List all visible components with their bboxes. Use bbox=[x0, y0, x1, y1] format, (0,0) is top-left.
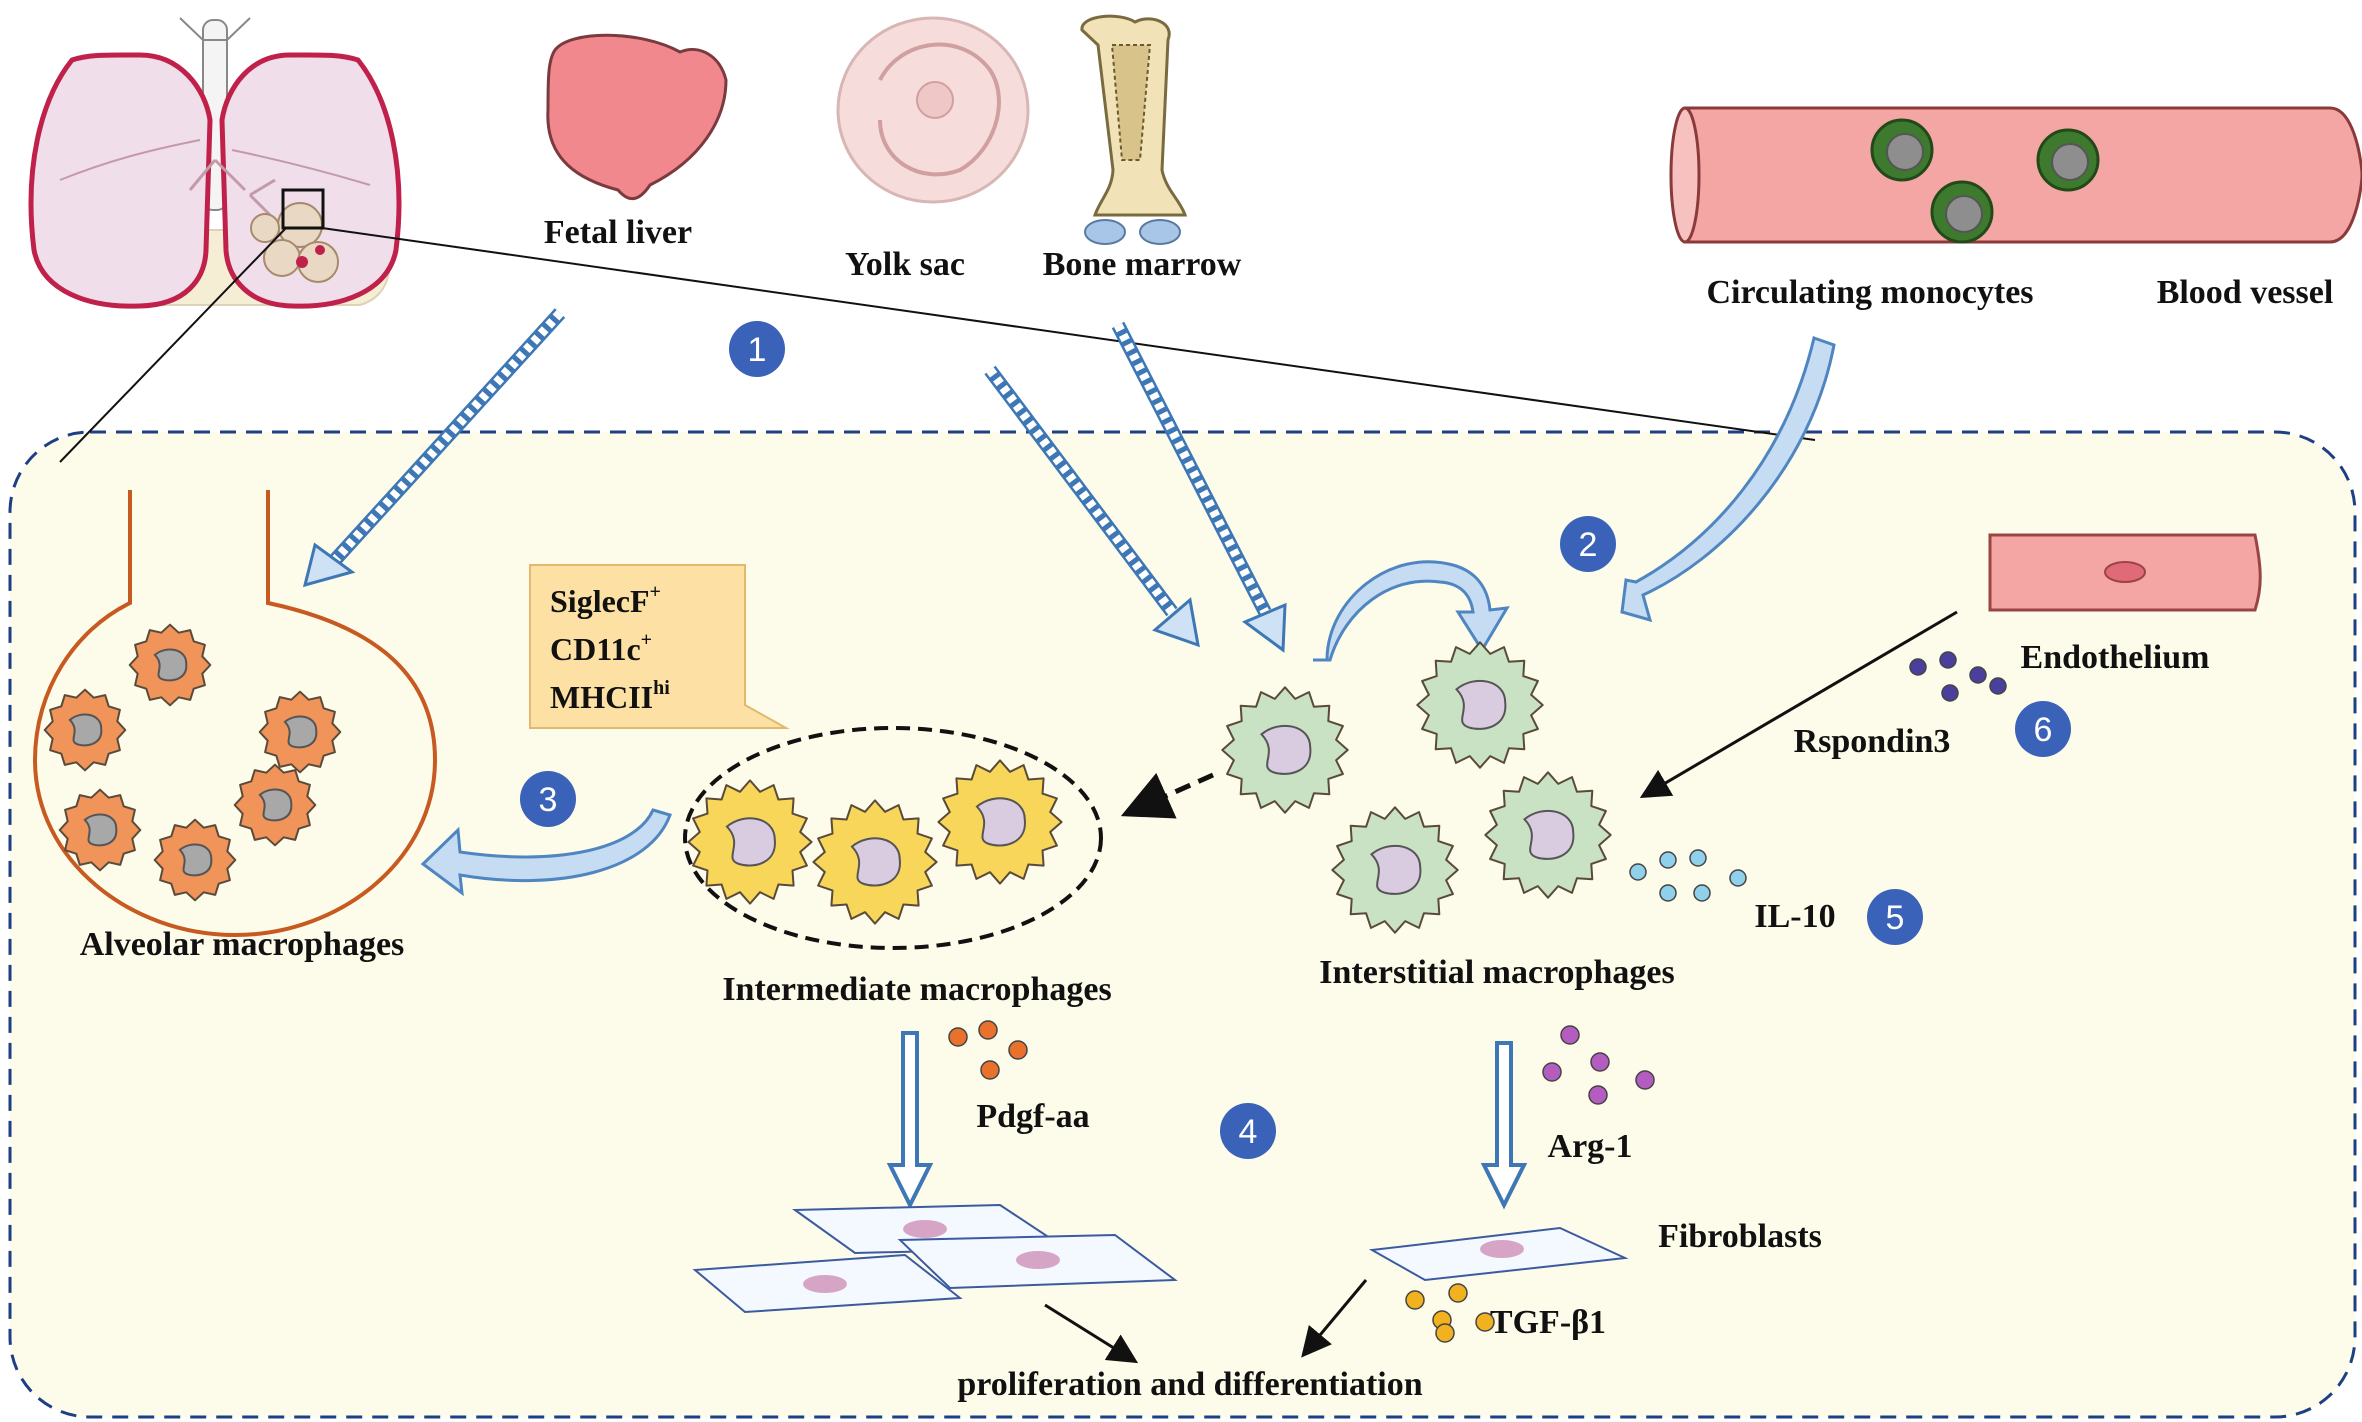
macrophage-cell bbox=[687, 779, 813, 905]
recruitment-arrow bbox=[1620, 336, 1836, 623]
fibroblast-icon bbox=[692, 1203, 1178, 1314]
interstitial-macrophages-label: Interstitial macrophages bbox=[1319, 954, 1674, 991]
liver-icon bbox=[546, 33, 728, 201]
step-number: 4 bbox=[1239, 1113, 1258, 1151]
arg1-label: Arg-1 bbox=[1548, 1128, 1633, 1165]
ladder-arrow bbox=[1111, 321, 1287, 653]
macrophage-cell bbox=[1484, 771, 1612, 899]
bone-icon bbox=[1080, 14, 1188, 245]
bone-marrow-label: Bone marrow bbox=[1043, 246, 1242, 283]
monocyte-cell bbox=[1930, 180, 1994, 244]
pdgf-dots bbox=[948, 1020, 1028, 1080]
endothelial-cell-icon bbox=[1988, 533, 2262, 612]
step-number: 3 bbox=[539, 781, 558, 819]
ladder-arrow bbox=[984, 365, 1200, 648]
marker-sup: + bbox=[641, 629, 652, 651]
il10-label: IL-10 bbox=[1754, 898, 1835, 935]
step-number: 6 bbox=[2034, 711, 2053, 749]
rspondin3-dots bbox=[1909, 651, 2007, 702]
marker-name: CD11c bbox=[550, 631, 641, 667]
alveolar-macrophages-label: Alveolar macrophages bbox=[80, 926, 405, 963]
fibroblast-icon bbox=[1368, 1226, 1629, 1282]
self-renewal-arrow bbox=[1313, 560, 1510, 662]
alveolus-icon bbox=[32, 490, 438, 938]
step-badge: 1 bbox=[729, 321, 785, 377]
marker-list: SiglecF+ CD11c+ MHCIIhi bbox=[550, 569, 670, 715]
down-arrow bbox=[1480, 1041, 1528, 1210]
differentiation-arrow bbox=[420, 808, 672, 897]
proliferation-arrow bbox=[1301, 1279, 1368, 1358]
fetal-liver-label: Fetal liver bbox=[544, 214, 692, 251]
proliferation-label: proliferation and differentiation bbox=[957, 1366, 1422, 1403]
step-badge: 6 bbox=[2015, 701, 2071, 757]
fibroblasts-label: Fibroblasts bbox=[1658, 1218, 1822, 1255]
embryo-icon bbox=[836, 16, 1030, 204]
proliferation-arrow bbox=[1044, 1303, 1139, 1364]
macrophage-cell bbox=[128, 623, 212, 707]
macrophage-cell bbox=[258, 690, 342, 774]
blood-vessel-icon bbox=[1669, 106, 2362, 244]
il10-dots bbox=[1629, 849, 1747, 902]
dashed-transition-arrow bbox=[1120, 772, 1215, 819]
macrophage-cell bbox=[58, 788, 142, 872]
marker-name: MHCII bbox=[550, 679, 653, 715]
step-badge: 4 bbox=[1220, 1103, 1276, 1159]
step-badge: 3 bbox=[520, 771, 576, 827]
macrophage-cell bbox=[1221, 686, 1349, 814]
marker-callout: SiglecF+ CD11c+ MHCIIhi bbox=[529, 564, 790, 729]
step-number: 2 bbox=[1579, 526, 1598, 564]
endothelium-label: Endothelium bbox=[2021, 639, 2210, 676]
marker-name: SiglecF bbox=[550, 583, 650, 619]
macrophage-cell bbox=[153, 818, 237, 902]
yolk-sac-label: Yolk sac bbox=[845, 246, 965, 283]
blood-vessel-label: Blood vessel bbox=[2157, 274, 2334, 311]
pdgf-label: Pdgf-aa bbox=[976, 1098, 1089, 1135]
tgf-dots bbox=[1405, 1283, 1495, 1343]
step-number: 1 bbox=[748, 331, 767, 369]
ladder-arrow bbox=[302, 308, 566, 588]
step-badge: 2 bbox=[1560, 516, 1616, 572]
lungs-icon bbox=[28, 17, 402, 309]
macrophage-cell bbox=[937, 759, 1063, 885]
macrophage-cell bbox=[43, 688, 127, 772]
step-badge: 5 bbox=[1867, 889, 1923, 945]
step-number: 5 bbox=[1886, 899, 1905, 937]
intermediate-group-outline bbox=[683, 726, 1103, 950]
marker-sup: + bbox=[650, 581, 661, 603]
macrophage-cell bbox=[1331, 806, 1459, 934]
circulating-monocytes-label: Circulating monocytes bbox=[1706, 274, 2033, 311]
monocyte-cell bbox=[2036, 128, 2100, 192]
tgf-label: TGF-β1 bbox=[1490, 1304, 1606, 1341]
rspondin3-label: Rspondin3 bbox=[1794, 723, 1951, 760]
macrophage-cell bbox=[233, 763, 317, 847]
monocyte-cell bbox=[1870, 118, 1934, 182]
marker-sup: hi bbox=[653, 677, 670, 699]
macrophage-cell bbox=[812, 799, 938, 925]
arg1-dots bbox=[1542, 1025, 1655, 1105]
macrophage-cell bbox=[1416, 641, 1544, 769]
down-arrow bbox=[886, 1031, 934, 1210]
intermediate-macrophages-label: Intermediate macrophages bbox=[722, 971, 1111, 1008]
rspondin3-arrow bbox=[1639, 610, 1958, 799]
